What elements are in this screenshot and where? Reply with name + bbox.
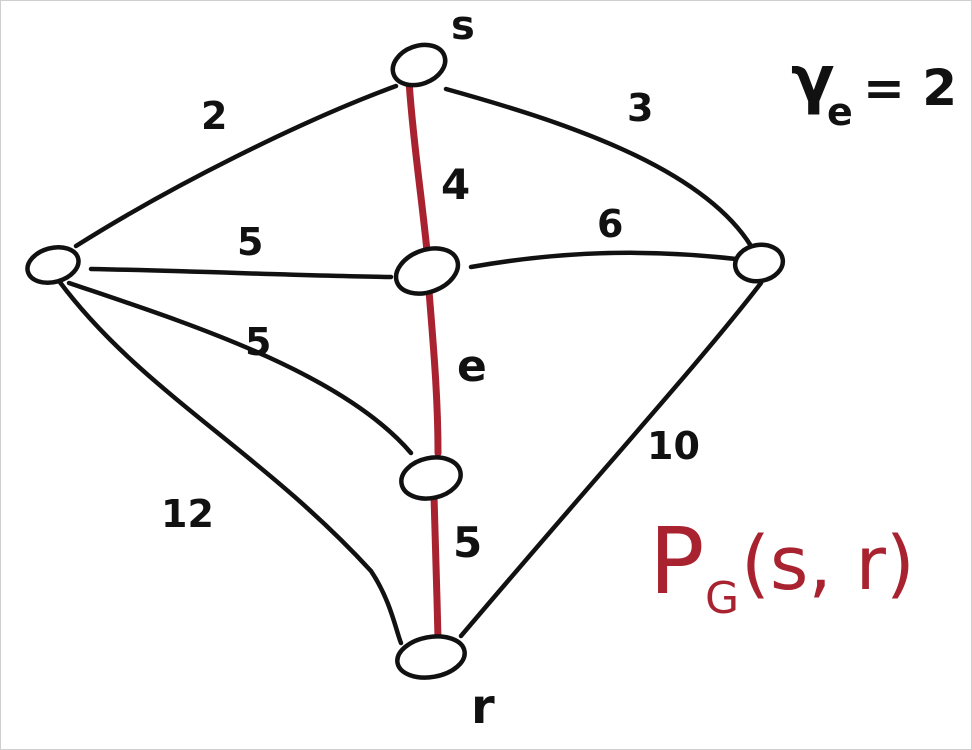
- edge-left-top: [73, 83, 399, 249]
- node-s-label: s: [451, 3, 475, 49]
- path-label-p: P: [649, 508, 704, 615]
- edge-right-r: [458, 280, 764, 639]
- gamma-subscript: e: [827, 90, 853, 134]
- edge-left-lower: [66, 280, 414, 456]
- weight-left-top: 2: [201, 94, 227, 138]
- weight-left-lower: 5: [245, 320, 271, 364]
- node-s: [390, 42, 448, 88]
- weight-left-r: 12: [161, 492, 214, 536]
- gamma-symbol: γ: [791, 43, 835, 117]
- edge-top-right: [443, 86, 754, 249]
- node-r: [395, 634, 467, 680]
- weight-center-lower: e: [457, 341, 487, 392]
- weight-center-right: 6: [597, 202, 623, 246]
- weight-left-center: 5: [237, 220, 263, 264]
- weight-lower-r: 5: [453, 518, 482, 567]
- node-lower: [399, 455, 463, 501]
- weight-right-r: 10: [647, 424, 700, 468]
- node-r-label: r: [471, 679, 495, 735]
- edge-left-r: [56, 278, 404, 646]
- node-right: [732, 242, 786, 284]
- path-edge-top-center: [405, 77, 431, 255]
- weight-top-center: 4: [441, 160, 470, 209]
- node-left: [25, 245, 81, 285]
- path-label-args: (s, r): [741, 521, 915, 607]
- path-edge-e: [425, 287, 442, 457]
- gamma-equals: = 2: [863, 59, 957, 117]
- path-label-sub: G: [705, 573, 739, 624]
- node-center: [393, 246, 461, 296]
- edge-left-center: [88, 266, 394, 280]
- edge-center-right: [468, 250, 739, 270]
- path-edge-lower-r: [430, 492, 442, 643]
- weight-top-right: 3: [627, 86, 653, 130]
